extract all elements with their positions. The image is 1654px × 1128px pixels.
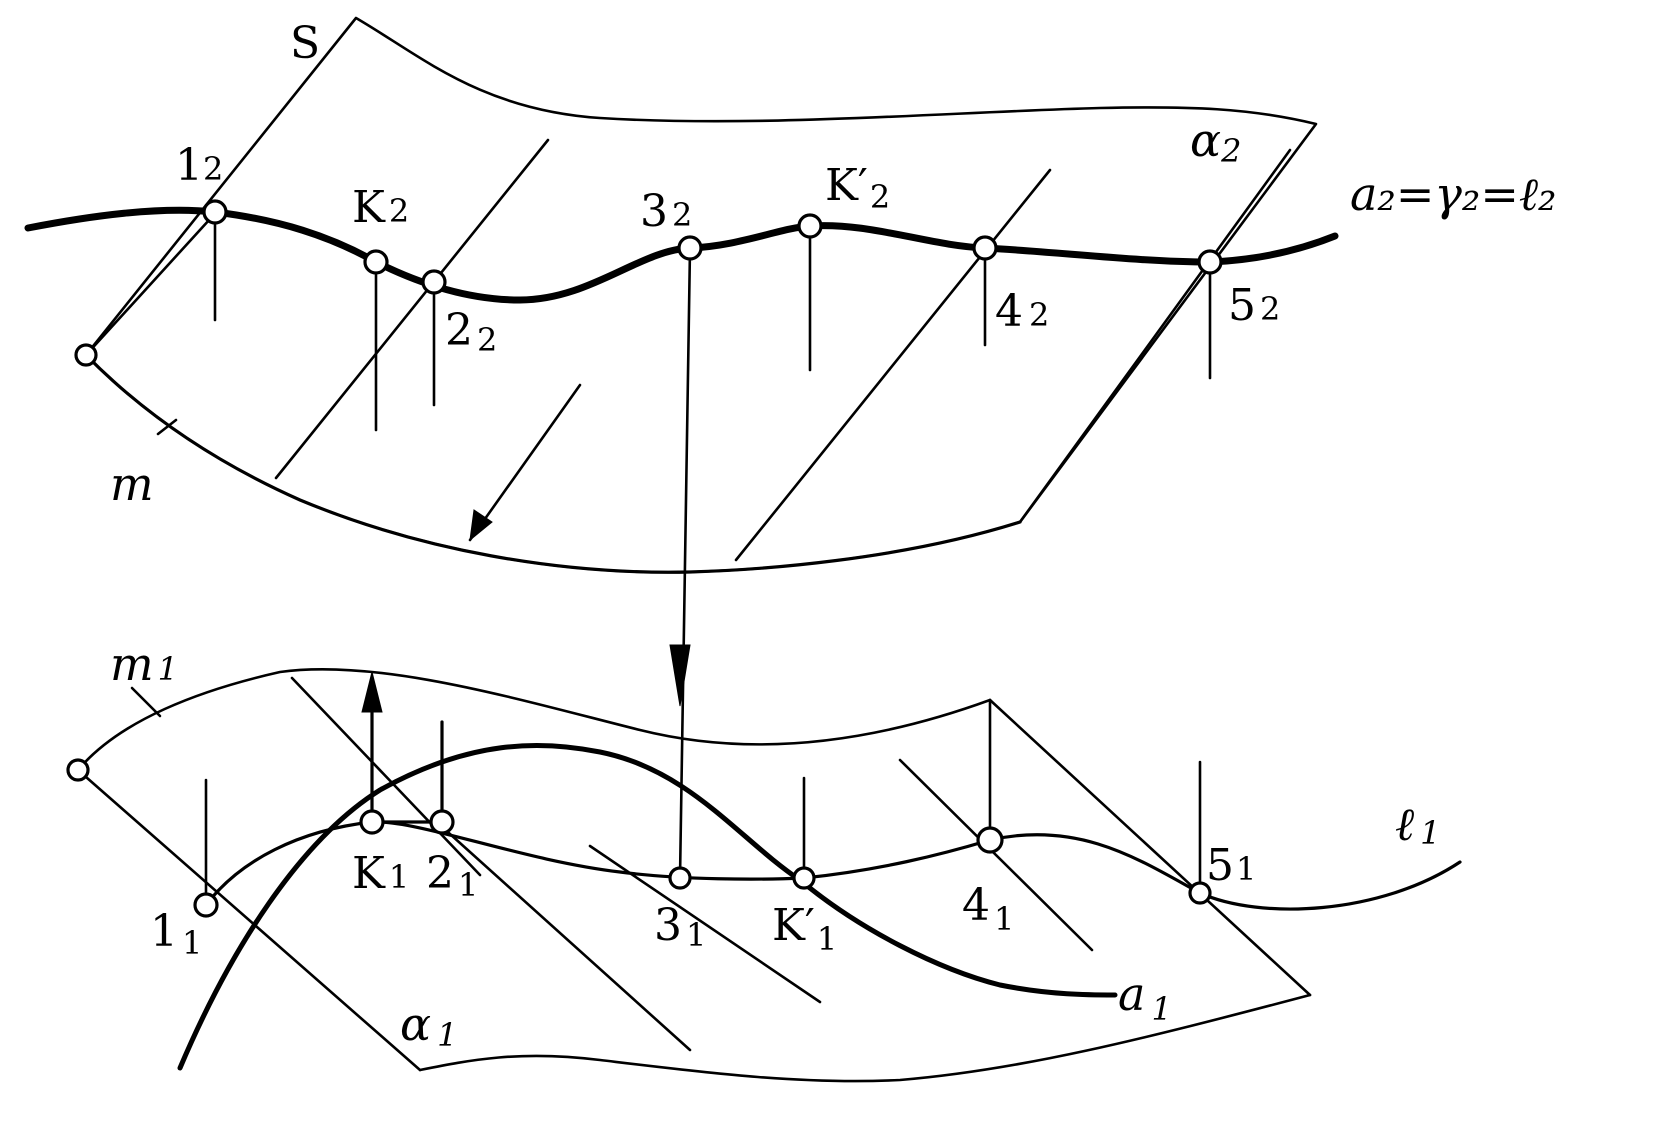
point-3-2 — [677, 235, 703, 261]
generator-4-1 — [898, 758, 1094, 952]
point-2-2 — [421, 269, 447, 295]
point-5-1 — [1188, 881, 1212, 905]
alpha1-lower-edge — [418, 993, 1312, 1083]
generator-3 — [734, 168, 1052, 562]
connector-3-arrowhead — [669, 644, 691, 707]
point-4-1 — [976, 826, 1004, 854]
generator-4 — [1018, 148, 1292, 524]
label-s: S — [290, 18, 320, 69]
generator-1-1 — [290, 676, 482, 877]
label-kp-2: K′2 — [825, 160, 890, 216]
m1-curve — [76, 667, 992, 772]
point-k-1 — [359, 809, 385, 835]
point-1-2 — [202, 199, 228, 225]
projection-direction-arrowhead — [469, 509, 493, 542]
generator-2 — [274, 138, 550, 480]
generator-1 — [84, 206, 222, 357]
label-kp-1: K′1 — [772, 900, 837, 958]
point-kp-2 — [797, 213, 823, 239]
connector-3 — [678, 246, 692, 880]
point-m-start — [74, 343, 98, 367]
point-k-2 — [363, 249, 389, 275]
k1-up-arrowhead — [361, 671, 383, 713]
point-m1-start — [66, 758, 90, 782]
label-1-2: 12 — [175, 140, 223, 191]
point-5-2 — [1197, 249, 1223, 275]
point-4-2 — [972, 235, 998, 261]
point-2-1 — [429, 809, 455, 835]
point-kp-1 — [792, 866, 816, 890]
alpha2-plane-outline — [84, 16, 1318, 574]
m1-leader — [130, 686, 162, 718]
point-3-1 — [668, 866, 692, 890]
alpha1-left-edge — [76, 768, 422, 1072]
generator-2-1 — [438, 823, 692, 1052]
label-alpha2: α2 — [1190, 113, 1241, 170]
a1-curve — [177, 742, 1118, 1071]
lower-projection — [66, 667, 1462, 1083]
point-1-1 — [193, 892, 219, 918]
label-m: m — [110, 457, 154, 511]
m-leader — [156, 418, 178, 436]
label-a2-gamma2-l2: a₂=γ₂=ℓ₂ — [1350, 167, 1556, 221]
projection-direction-arrow — [468, 383, 582, 542]
upper-projection — [24, 16, 1339, 880]
label-5-1: 51 — [1206, 840, 1256, 891]
m-curve — [84, 353, 1022, 574]
alpha1-right-edge — [988, 698, 1312, 997]
